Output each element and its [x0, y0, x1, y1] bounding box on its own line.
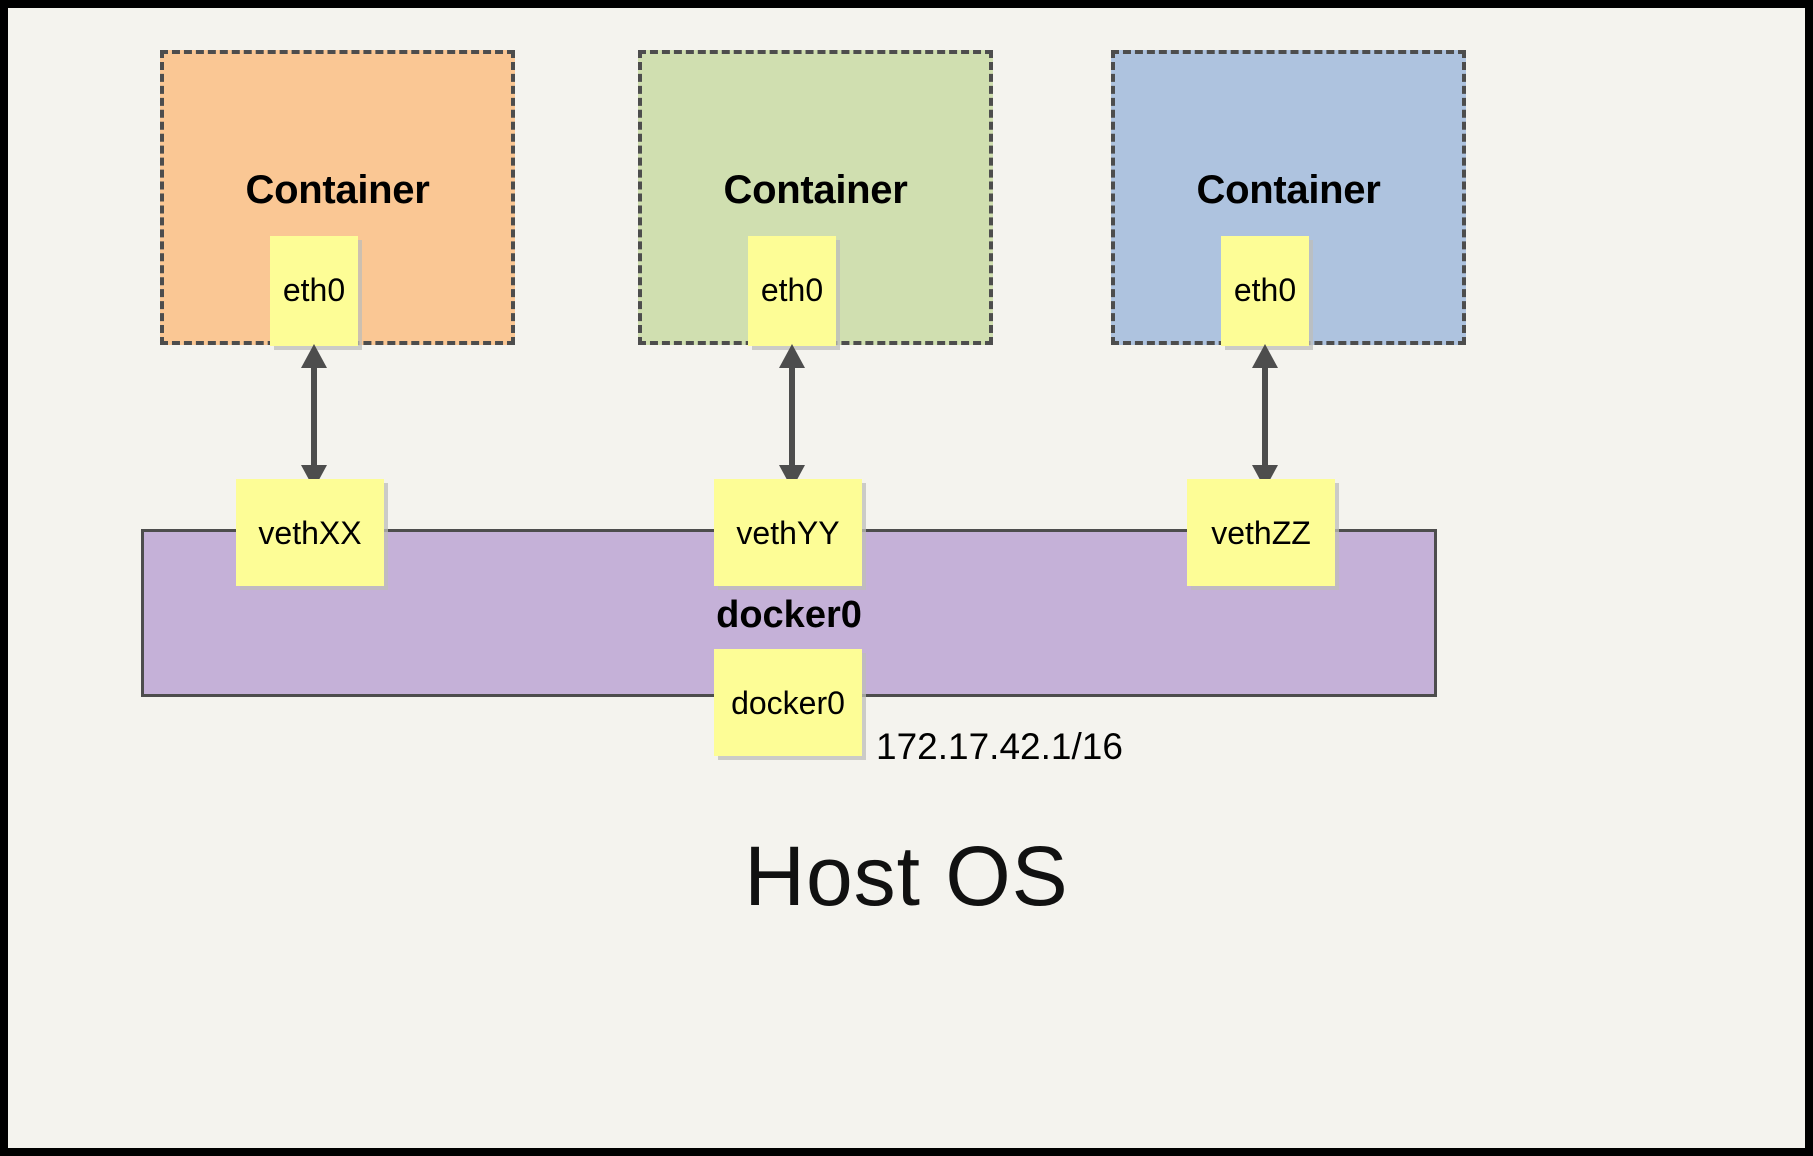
- container-title-2: Container: [723, 168, 908, 212]
- container-eth0-2: eth0: [748, 236, 836, 346]
- container-title-1: Container: [245, 168, 430, 212]
- container-eth0-3: eth0: [1221, 236, 1309, 346]
- container-title-3: Container: [1196, 168, 1381, 212]
- host-os-label: Host OS: [744, 829, 1069, 923]
- link-arrow-2: [779, 344, 805, 489]
- docker0-bridge-label: docker0: [716, 594, 862, 636]
- veth-box-1: vethXX: [236, 479, 384, 586]
- link-arrow-3: [1252, 344, 1278, 489]
- diagram-canvas: Container eth0 Container eth0 Container …: [8, 8, 1805, 1148]
- veth-box-3: vethZZ: [1187, 479, 1335, 586]
- container-eth0-1: eth0: [270, 236, 358, 346]
- docker0-iface-box: docker0: [714, 649, 862, 756]
- docker0-ip-address: 172.17.42.1/16: [876, 726, 1123, 767]
- veth-box-2: vethYY: [714, 479, 862, 586]
- link-arrow-1: [301, 344, 327, 489]
